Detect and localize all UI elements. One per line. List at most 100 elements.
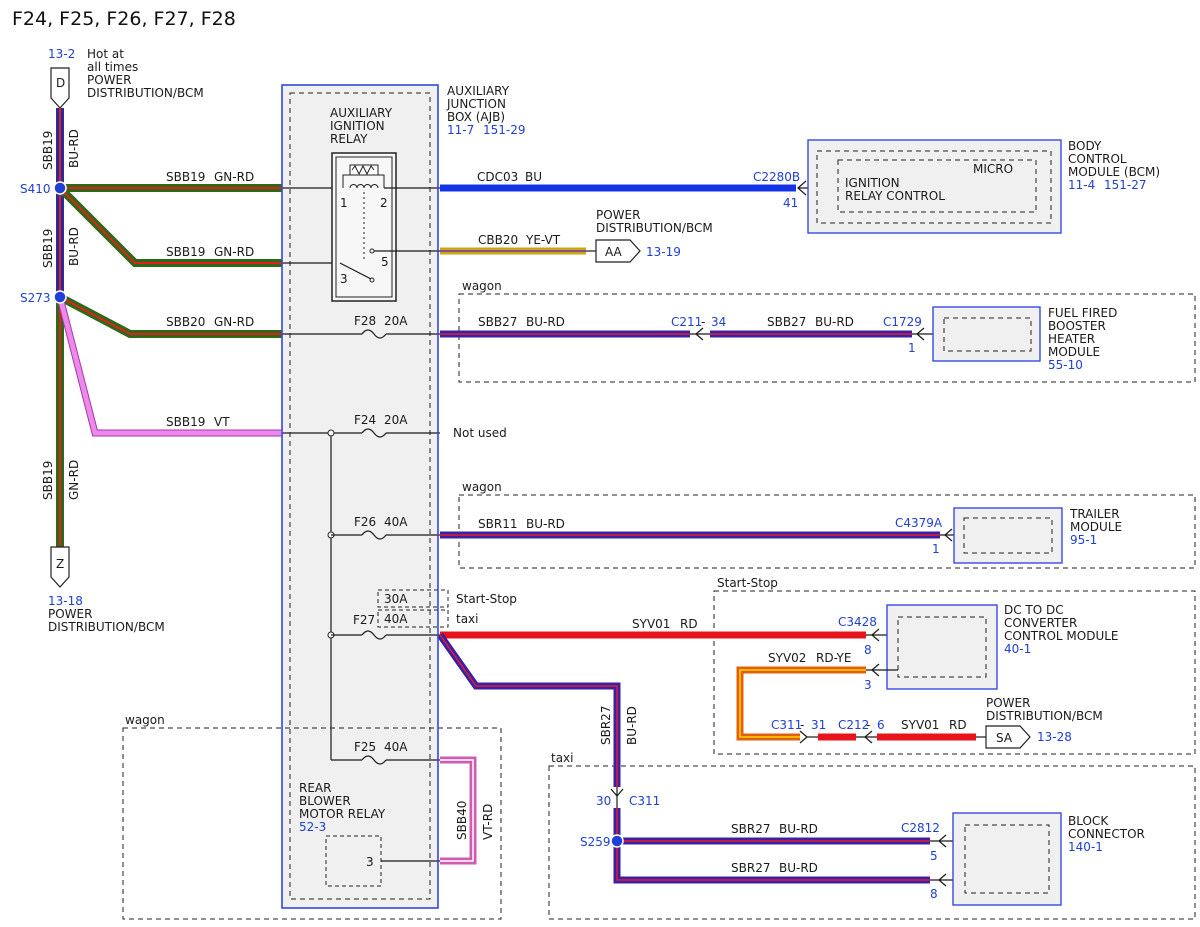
bcm-ref-2: 151-27 (1104, 178, 1147, 192)
rear-relay-ref: 52-3 (299, 820, 326, 834)
wire-syv02-stripe (739, 669, 866, 738)
dcdc-name-2: CONVERTER (1004, 616, 1077, 630)
ajb-ref-1: 11-7 (447, 123, 474, 137)
booster-name-2: BOOSTER (1048, 319, 1106, 333)
wire-sbr27-v-outer (437, 632, 621, 787)
connector-z-ref: 13-18 (48, 594, 83, 608)
bcm-micro: MICRO (973, 162, 1013, 176)
connector-aa-desc-2: DISTRIBUTION/BCM (596, 221, 713, 235)
bcm-inner-2 (837, 159, 1037, 213)
connector-aa-ref: 13-19 (646, 245, 681, 259)
taxi-region (548, 765, 1196, 920)
bcm-ref-1: 11-4 (1068, 178, 1095, 192)
wire-left-bottom-circuit: SBB19 (41, 461, 55, 500)
ajb-name-2: JUNCTION (446, 97, 506, 111)
bcm-func-2: RELAY CONTROL (845, 189, 945, 203)
wagon-label-2: wagon (462, 480, 502, 494)
booster-name-1: FUEL FIRED (1048, 306, 1117, 320)
ajb-name-1: AUXILIARY (447, 84, 510, 98)
relay-pin-5: 5 (381, 255, 389, 269)
block-connector-conn: C2812 (901, 821, 940, 835)
dcdc-box (886, 604, 998, 690)
connector-sa-ref: 13-28 (1037, 730, 1072, 744)
startstop-label: Start-Stop (717, 576, 778, 590)
bcm-pin: 41 (783, 196, 798, 210)
wire-syv01-b-color: RD (949, 718, 967, 732)
dcdc-connector: C3428 (838, 615, 877, 629)
bcm-func-1: IGNITION (845, 176, 900, 190)
splice-s410-label: S410 (20, 182, 51, 196)
wagon-region-rear-blower (122, 727, 502, 920)
relay-coil-winding (342, 174, 385, 189)
booster-inline-pin: 34 (711, 315, 726, 329)
wire-syv01-color: RD (680, 617, 698, 631)
block-pin-b: 8 (930, 887, 938, 901)
fuse-f28-rating: 20A (384, 314, 408, 328)
fuse-f26-name: F26 (354, 515, 376, 529)
relay-coil-resistor (349, 164, 379, 176)
dcdc-inner (897, 616, 987, 678)
fuse-f27-name: F27 (353, 613, 375, 627)
wire-sbr11-circuit: SBR11 (478, 517, 517, 531)
connector-z-letter: Z (56, 557, 64, 571)
bcm-inner-1 (816, 150, 1052, 224)
booster-inner (943, 317, 1032, 352)
booster-ref: 55-10 (1048, 358, 1083, 372)
wire-sbb27-b-color: BU-RD (815, 315, 854, 329)
connector-sa-desc-1: POWER (986, 696, 1030, 710)
wire-sbr27-v-stripe (439, 634, 618, 787)
fuse-f26-rating: 40A (384, 515, 408, 529)
wire-syv01-b-circuit: SYV01 (901, 718, 939, 732)
rear-relay-name-3: MOTOR RELAY (299, 807, 386, 821)
ajb-ref-2: 151-29 (483, 123, 526, 137)
relay-contact-3 (369, 277, 375, 283)
wire-left-mid-circuit: SBB19 (41, 229, 55, 268)
inline-c212: C212 (838, 718, 869, 732)
trailer-pin: 1 (932, 542, 940, 556)
c311-inline-mark (799, 730, 808, 744)
wire-feed-2-color: GN-RD (214, 245, 254, 259)
f24-not-used: Not used (453, 426, 507, 440)
connector-d-desc-2: all times (87, 60, 138, 74)
trailer-ref: 95-1 (1070, 533, 1097, 547)
fuse-f25-symbol (361, 755, 387, 765)
wire-sbr27-d-color: BU-RD (779, 861, 818, 875)
wire-sbr27-c-circuit: SBR27 (731, 822, 770, 836)
f27-option-2-rating: 40A (384, 612, 408, 626)
wire-sbb27-a-circuit: SBB27 (478, 315, 517, 329)
relay-switch-arm (339, 262, 372, 280)
splice-s259 (610, 834, 624, 848)
fuse-f27-symbol (361, 630, 387, 640)
bcm-box (807, 139, 1062, 234)
booster-inline-sep: - (701, 315, 705, 329)
fuse-f25-rating: 40A (384, 740, 408, 754)
bcm-name-2: CONTROL (1068, 152, 1127, 166)
wire-feed-4-inner (57, 296, 282, 436)
booster-inline-conn: C211 (671, 315, 702, 329)
connector-d-desc-3: POWER (87, 73, 131, 87)
aux-ignition-relay-inner (335, 156, 393, 298)
wire-sbb27-b-circuit: SBB27 (767, 315, 806, 329)
wagon-region-booster (458, 293, 1196, 383)
wire-feed-4-circuit: SBB19 (166, 415, 205, 429)
wire-left-top-color: BU-RD (67, 129, 81, 168)
trailer-connector: C4379A (895, 516, 943, 530)
block-pin-a: 5 (930, 849, 938, 863)
wire-sbr27-d-circuit: SBR27 (731, 861, 770, 875)
c311-main-conn: C311 (629, 794, 660, 808)
booster-name-3: HEATER (1048, 332, 1095, 346)
wire-sbr27-d-stripe (616, 841, 930, 881)
ajb-name-3: BOX (AJB) (447, 110, 505, 124)
wire-syv02-color: RD-YE (816, 651, 851, 665)
relay-pin-1: 1 (340, 196, 348, 210)
wire-syv01-circuit: SYV01 (632, 617, 670, 631)
connector-sa-symbol (985, 725, 1031, 749)
wire-feed-3-circuit: SBB20 (166, 315, 205, 329)
wire-syv02-circuit: SYV02 (768, 651, 806, 665)
connector-z-desc-1: POWER (48, 607, 92, 621)
wire-left-top-circuit: SBB19 (41, 131, 55, 170)
f27-option-1-rating: 30A (384, 592, 408, 606)
f27-option-2-note: taxi (456, 612, 479, 626)
wire-feed-1-color: GN-RD (214, 170, 254, 184)
connector-z-symbol (50, 546, 70, 588)
